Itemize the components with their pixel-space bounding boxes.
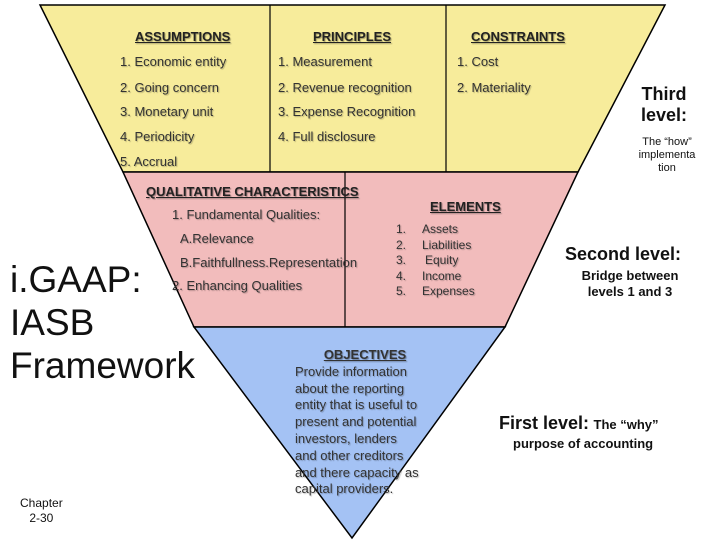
sublabel-line: Bridge between — [581, 268, 679, 283]
qualitative-heading: QUALITATIVE CHARACTERISTICS — [146, 184, 359, 199]
title-line: IASB — [10, 302, 95, 343]
list-number: 1. — [396, 222, 407, 236]
constraints-heading: CONSTRAINTS — [471, 29, 565, 44]
third-level-label: Third level: — [641, 84, 687, 126]
objectives-line: Provide information — [295, 363, 407, 379]
first-level-band — [192, 326, 507, 540]
objectives-line: entity that is useful to — [295, 397, 418, 413]
enhancing-qualities: 2. Enhancing Qualities — [172, 278, 303, 293]
title-line: i.GAAP: — [10, 259, 142, 300]
objectives-line: about the reporting — [295, 380, 405, 396]
sublabel-line: levels 1 and 3 — [587, 284, 673, 299]
list-item: 2. Liabilities — [396, 238, 475, 254]
element-name: Expenses — [422, 284, 475, 299]
label-line: level: — [641, 105, 688, 125]
faithful-representation-item: B.Faithfullness.Representation — [180, 255, 358, 270]
assumption-item: 2. Going concern — [120, 80, 220, 95]
second-level-label: Second level: — [565, 244, 682, 264]
fundamental-qualities: 1. Fundamental Qualities: — [172, 207, 321, 222]
objectives-line: and there capacity as — [295, 464, 419, 480]
constraint-item: 1. Cost — [457, 54, 499, 69]
list-number: 2. — [396, 237, 407, 252]
element-name: Assets — [422, 222, 459, 236]
objectives-line: present and potential — [295, 414, 417, 430]
elements-heading: ELEMENTS — [430, 199, 501, 214]
assumption-item: 1. Economic entity — [120, 54, 227, 69]
objectives-line: capital providers. — [295, 481, 394, 497]
framework-title: i.GAAP: IASB Framework — [10, 258, 195, 387]
objectives-line: and other creditors — [295, 447, 404, 463]
first-level-label-main: First level: — [499, 413, 590, 433]
chapter-line: Chapter — [20, 496, 63, 510]
assumption-item: 3. Monetary unit — [120, 104, 214, 119]
element-name: Equity — [425, 253, 459, 268]
principle-item: 3. Expense Recognition — [278, 104, 416, 119]
list-item: 3. Equity — [396, 253, 475, 269]
list-number: 5. — [396, 284, 407, 299]
list-item: 4. Income — [396, 269, 475, 285]
label-line: Third — [641, 84, 687, 104]
principles-heading: PRINCIPLES — [313, 29, 392, 44]
principle-item: 2. Revenue recognition — [278, 80, 412, 95]
first-level-sublabel: purpose of accounting — [513, 436, 654, 451]
chapter-label: Chapter 2-30 — [20, 496, 63, 526]
first-level-label: First level: The “why” — [499, 413, 659, 434]
sublabel-line: tion — [658, 162, 676, 174]
second-level-sublabel: Bridge between levels 1 and 3 — [570, 268, 690, 300]
assumption-item: 5. Accrual — [120, 154, 178, 169]
objectives-heading: OBJECTIVES — [323, 347, 407, 362]
principle-item: 1. Measurement — [278, 54, 372, 69]
third-level-sublabel: The “how” implementa tion — [628, 136, 706, 175]
list-number: 4. — [396, 268, 407, 283]
element-name: Income — [422, 268, 462, 283]
principle-item: 4. Full disclosure — [278, 129, 376, 144]
objectives-block: OBJECTIVES Provide information about the… — [295, 347, 435, 498]
first-level-label-tail: The “why” — [593, 417, 659, 432]
title-line: Framework — [10, 345, 196, 386]
list-number: 3. — [396, 253, 407, 268]
relevance-item: A.Relevance — [180, 231, 254, 246]
objectives-line: investors, lenders — [295, 430, 397, 446]
chapter-line: 2-30 — [29, 511, 54, 525]
element-name: Liabilities — [422, 237, 472, 252]
constraint-item: 2. Materiality — [457, 80, 531, 95]
sublabel-line: The “how” — [642, 136, 692, 148]
assumptions-heading: ASSUMPTIONS — [135, 29, 231, 44]
list-item: 5. Expenses — [396, 284, 475, 300]
elements-list: 1. Assets 2. Liabilities 3. Equity 4. Income… — [396, 222, 475, 300]
assumption-item: 4. Periodicity — [120, 129, 195, 144]
sublabel-line: implementa — [638, 149, 696, 161]
list-item: 1. Assets — [396, 222, 475, 238]
